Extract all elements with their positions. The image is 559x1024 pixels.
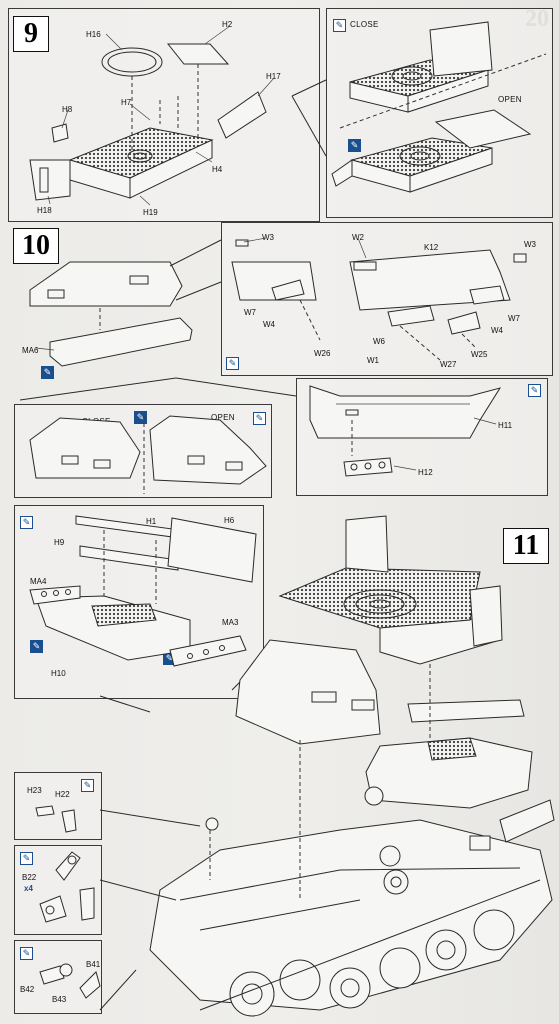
part-label-w7b: W7 — [508, 314, 520, 323]
glue-icon: ✎ — [528, 384, 541, 397]
part-label-w6: W6 — [373, 337, 385, 346]
step-10-number: 10 — [13, 228, 59, 264]
glue-icon: ✎ — [20, 947, 33, 960]
part-label-w1: W1 — [367, 356, 379, 365]
part-label-h16: H16 — [86, 30, 101, 39]
step-11-vehicle-drawing — [99, 515, 555, 1017]
step-10-rack-drawing — [309, 385, 502, 477]
glue-icon-filled: ✎ — [41, 366, 54, 379]
part-label-h19: H19 — [143, 208, 158, 217]
part-label-w4: W4 — [263, 320, 275, 329]
part-label-b41: B41 — [86, 960, 101, 969]
part-label-h18: H18 — [37, 206, 52, 215]
part-label-h7: H7 — [121, 98, 132, 107]
part-label-ma6: MA6 — [22, 346, 39, 355]
step-9-detail-drawing — [331, 21, 547, 193]
part-label-h12: H12 — [418, 468, 433, 477]
part-label-h11: H11 — [498, 421, 513, 430]
part-label-w2: W2 — [352, 233, 364, 242]
glue-icon-filled: ✎ — [348, 139, 361, 152]
part-label-h17: H17 — [266, 72, 281, 81]
step-11-storage-drawing — [29, 515, 263, 713]
part-label-h23: H23 — [27, 786, 42, 795]
part-label-h6: H6 — [224, 516, 235, 525]
part-label-h10: H10 — [51, 669, 66, 678]
step-9-open-caption: OPEN — [498, 95, 522, 104]
step-10-hatch-drawing — [29, 415, 267, 494]
part-label-b42: B42 — [20, 985, 35, 994]
step-10-detail-drawing — [231, 237, 527, 361]
glue-icon: ✎ — [20, 516, 33, 529]
part-label-ma4: MA4 — [30, 577, 47, 586]
step-9-close-caption: CLOSE — [350, 20, 379, 29]
part-label-w26: W26 — [314, 349, 331, 358]
part-label-h1: H1 — [146, 517, 157, 526]
glue-icon: ✎ — [81, 779, 94, 792]
part-label-w27: W27 — [440, 360, 457, 369]
part-label-h4: H4 — [212, 165, 223, 174]
step-11-number: 11 — [503, 528, 549, 564]
part-label-b43: B43 — [52, 995, 67, 1004]
quantity-label-x4: x4 — [24, 884, 33, 893]
step-10-drawing — [19, 239, 297, 401]
step-9-drawing — [29, 25, 327, 206]
glue-icon: ✎ — [226, 357, 239, 370]
step-11-detail-drawings — [35, 805, 101, 999]
step-10-open-caption: OPEN — [211, 413, 235, 422]
part-label-ma3: MA3 — [222, 618, 239, 627]
part-label-h9: H9 — [54, 538, 65, 547]
part-label-h2: H2 — [222, 20, 233, 29]
glue-icon: ✎ — [20, 852, 33, 865]
part-label-w3b: W3 — [524, 240, 536, 249]
step-9-number: 9 — [13, 16, 49, 52]
glue-icon: ✎ — [333, 19, 346, 32]
glue-icon-filled: ✎ — [30, 640, 43, 653]
glue-icon-filled: ✎ — [134, 411, 147, 424]
glue-icon: ✎ — [253, 412, 266, 425]
part-label-w25: W25 — [471, 350, 488, 359]
part-label-h22: H22 — [55, 790, 70, 799]
part-label-k12: K12 — [424, 243, 439, 252]
part-label-h8: H8 — [62, 105, 73, 114]
part-label-w4b: W4 — [491, 326, 503, 335]
part-label-w7: W7 — [244, 308, 256, 317]
part-label-b22: B22 — [22, 873, 37, 882]
part-label-w3: W3 — [262, 233, 274, 242]
